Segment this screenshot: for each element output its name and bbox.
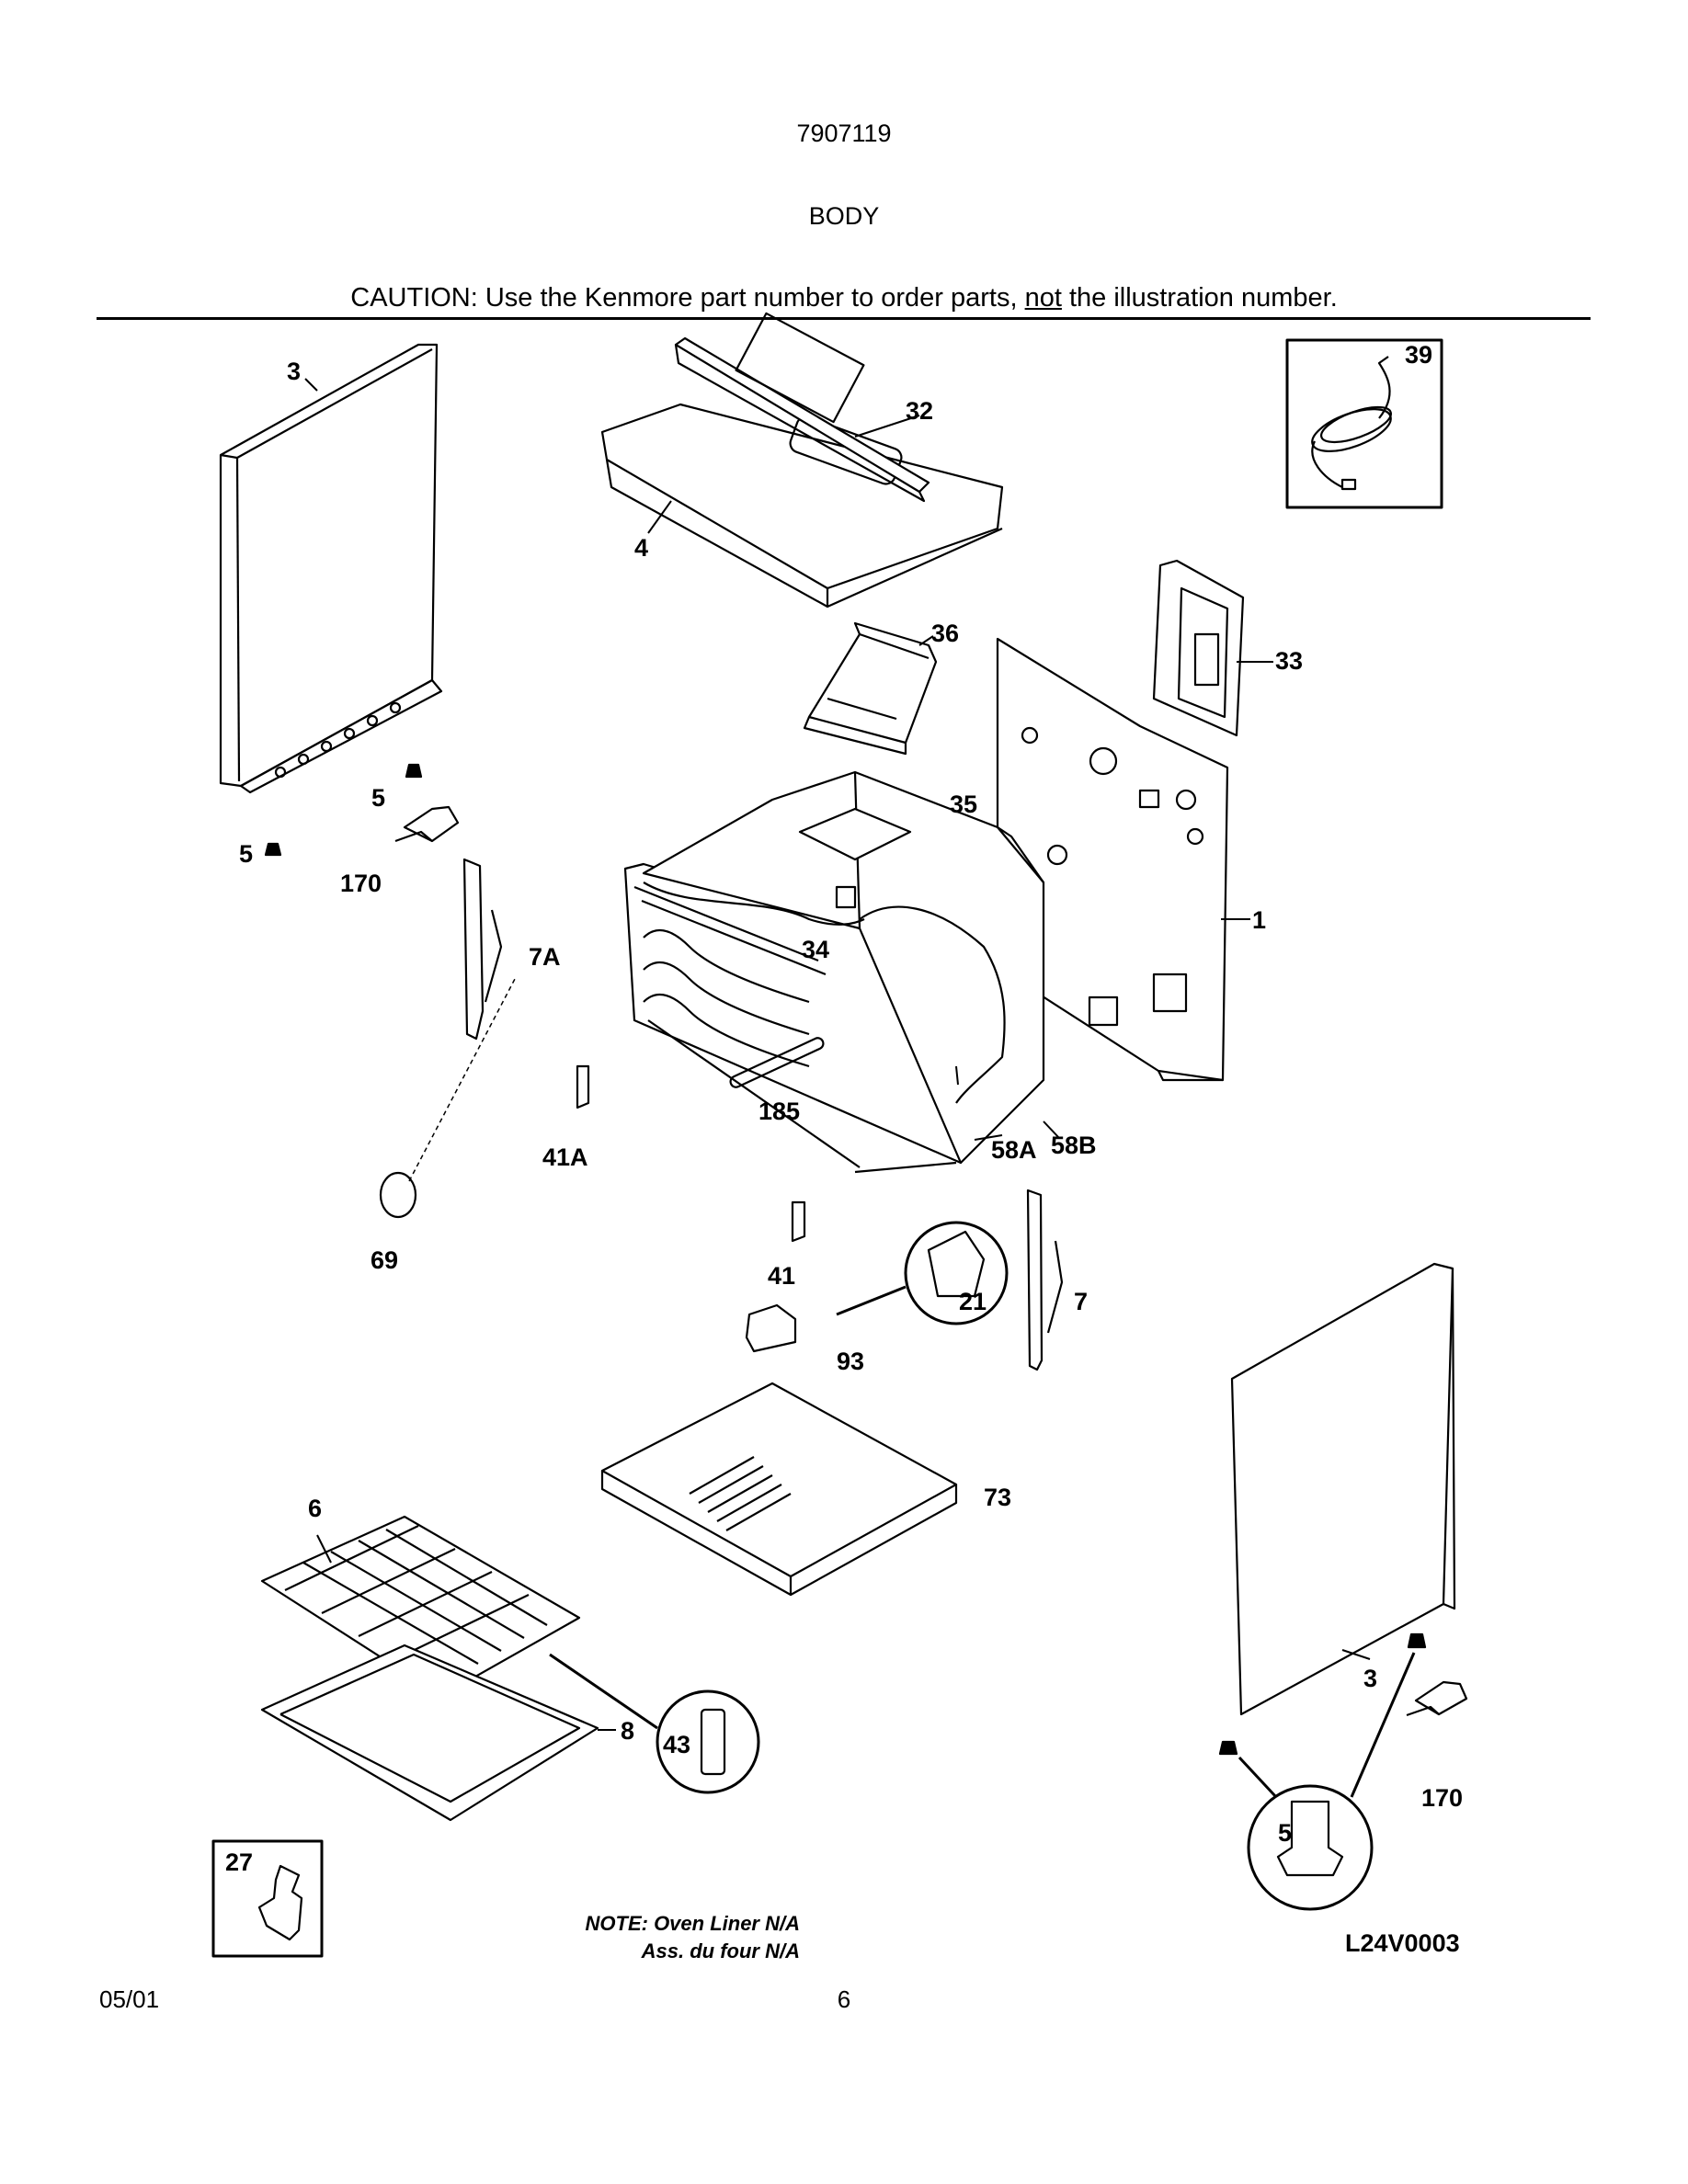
screw-5-right-lower [1218,1740,1238,1756]
bottom-panel-part [600,1382,958,1597]
callout-36: 36 [931,620,959,647]
part-5-detail-circle [1247,1784,1374,1911]
callout-58b: 58B [1051,1132,1097,1159]
callout-41a: 41A [542,1143,588,1171]
screw-5-left [264,763,423,857]
clip-41-part [791,1200,806,1243]
footer-page-number: 6 [837,1985,851,2013]
plug-69-part [379,1171,417,1219]
callout-39: 39 [1405,341,1432,369]
callout-93: 93 [837,1348,864,1375]
callout-5-right: 5 [1278,1819,1292,1847]
footer-date: 05/01 [99,1985,160,2013]
oven-cavity-part [623,770,1045,1174]
part-27-box [211,1839,324,1958]
callout-58a: 58A [991,1136,1037,1164]
part-21-detail-circle [904,1221,1009,1325]
vent-duct-part [803,621,938,756]
callout-35: 35 [950,791,977,818]
callout-4: 4 [634,534,648,562]
callout-7a: 7A [529,943,561,971]
callout-1: 1 [1252,906,1266,934]
callout-185: 185 [758,1098,800,1125]
left-side-panel-part [219,343,443,794]
screw-5-right-upper [1407,1632,1427,1649]
callout-27: 27 [225,1848,253,1876]
callout-41: 41 [768,1262,795,1290]
callout-6: 6 [308,1495,322,1522]
callout-73: 73 [984,1484,1011,1511]
callout-21: 21 [959,1288,987,1315]
model-number: 7907119 [796,119,892,147]
drawing-code: L24V0003 [1345,1929,1460,1957]
callout-170-right: 170 [1421,1784,1463,1812]
rear-upper-panel-part [1152,559,1245,737]
callout-34: 34 [802,936,829,963]
bracket-27-part [257,1864,303,1941]
callout-33: 33 [1275,647,1303,675]
header-rule [97,317,1591,320]
section-title: BODY [808,202,880,230]
callout-3-right: 3 [1363,1665,1377,1692]
part-39-box [1285,338,1443,509]
leveling-leg-170-left [394,805,460,843]
callout-8: 8 [621,1717,634,1745]
note-oven-liner: NOTE: Oven Liner N/A [586,1912,800,1935]
power-cord-part [1311,356,1392,491]
right-side-panel-part [1230,1262,1456,1716]
part-43-detail-circle [656,1689,760,1794]
callout-69: 69 [371,1246,398,1274]
caution-text-start: CAUTION: Use the Kenmore part number to … [350,283,1025,313]
callout-5-left-lower: 5 [239,840,253,868]
callout-7: 7 [1074,1288,1088,1315]
back-panel-part [996,637,1229,1082]
caution-text-end: the illustration number. [1061,283,1338,313]
caution-text: CAUTION: Use the Kenmore part number to … [0,283,1688,313]
hinge-7-part [1026,1189,1064,1371]
caution-emphasis: not [1024,283,1062,313]
callout-5-left-upper: 5 [371,784,385,812]
callout-3-left: 3 [287,358,301,385]
broiler-pan-part [260,1644,599,1822]
top-frame-part [600,312,1004,609]
leveling-leg-170-right [1406,1680,1468,1717]
hinge-7a-part [462,858,503,1041]
callout-43: 43 [663,1731,690,1758]
note-oven-liner-fr: Ass. du four N/A [641,1939,800,1962]
callout-170-left: 170 [340,870,382,897]
clip-41a-part [576,1064,590,1109]
callout-32: 32 [906,397,933,425]
part-93 [745,1303,797,1353]
